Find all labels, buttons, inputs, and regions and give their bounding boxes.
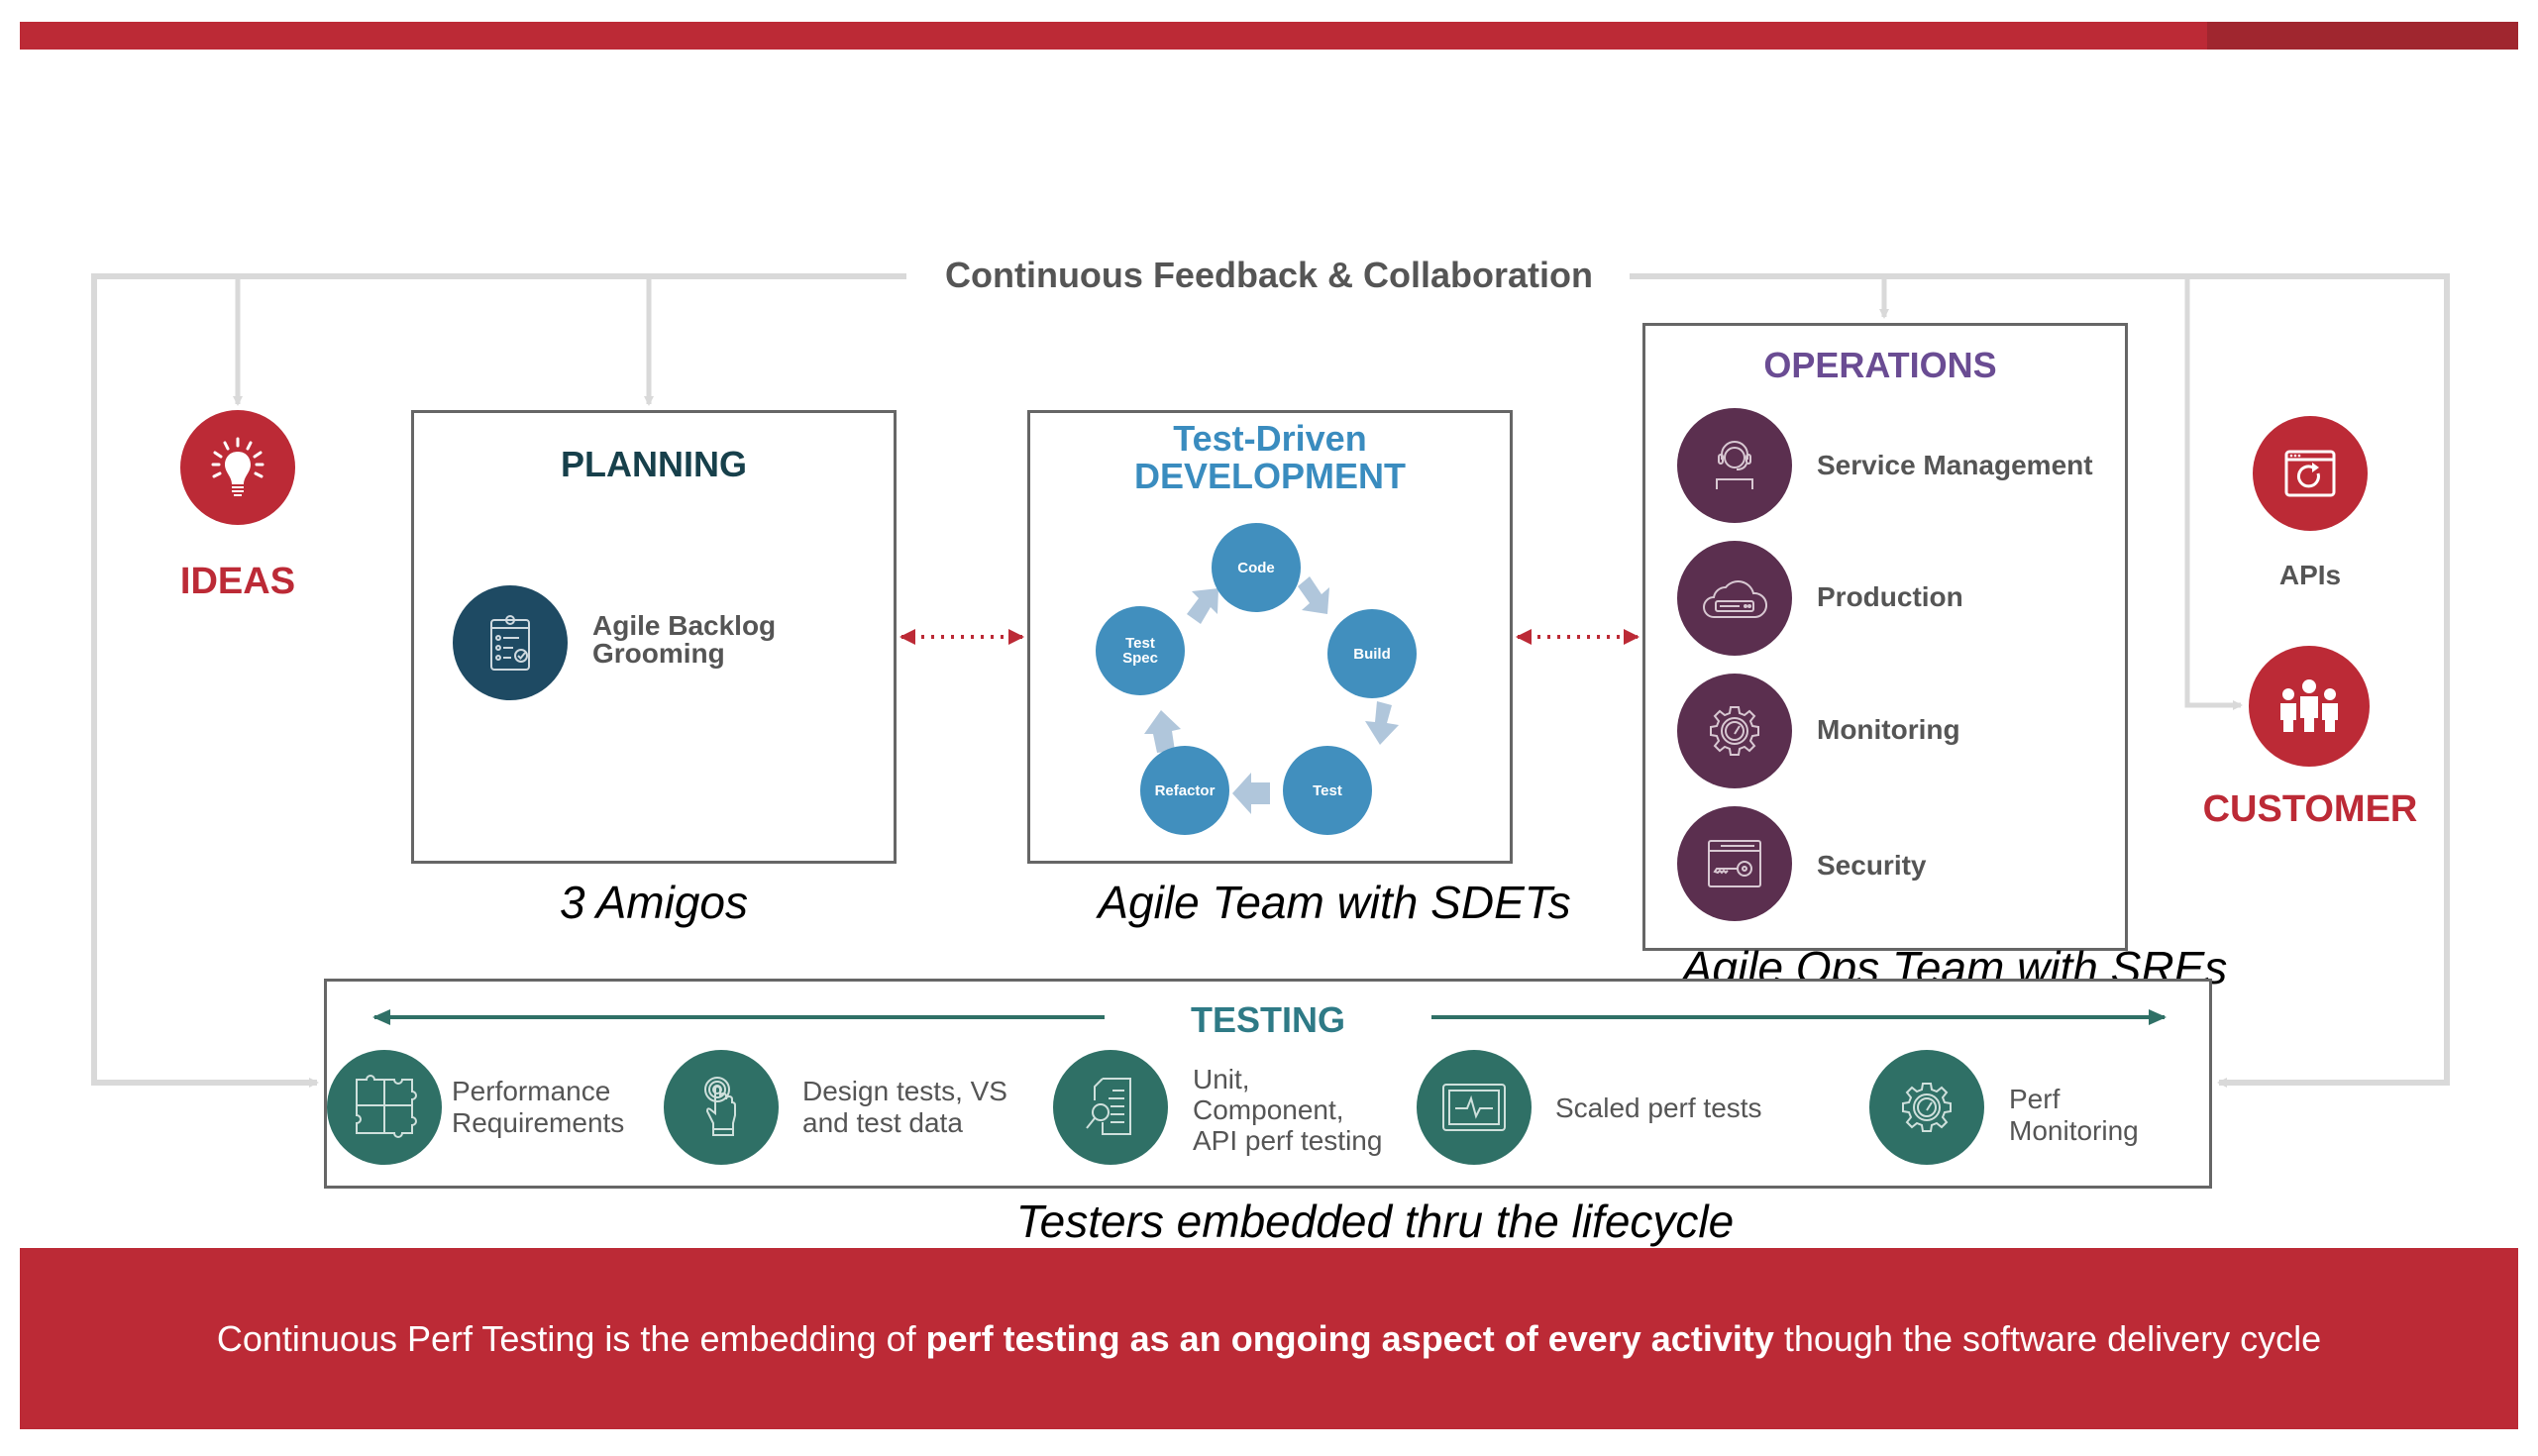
testing-label-line: Perf [2009,1084,2061,1114]
testing-label-line: and test data [802,1107,963,1138]
lightbulb-icon [211,437,264,496]
ops-monitoring-label: Monitoring [1817,714,1960,745]
gear-gauge-icon [1710,706,1759,756]
testing-perf-requirements-label: Performance Requirements [452,1076,624,1139]
cycle-arrow-code-build [1298,576,1329,614]
browser-key-icon [1708,840,1761,887]
banner-text-bold: perf testing as an ongoing aspect of eve… [925,1317,1774,1359]
document-search-icon [1086,1078,1131,1135]
people-group-icon [2280,679,2338,732]
banner-text-after: though the software delivery cycle [1773,1317,2322,1359]
backlog-label-line1: Agile Backlog [592,610,777,641]
touch-hand-icon [704,1077,736,1136]
tdd-step-test-spec[interactable]: Test Spec [1096,606,1185,695]
tdd-step-build[interactable]: Build [1327,609,1417,698]
backlog-grooming-node[interactable] [453,585,568,700]
testing-unit-component-node[interactable] [1053,1050,1168,1165]
browser-refresh-icon [2284,450,2336,497]
top-accent-bar-dark-segment [2207,22,2518,50]
backlog-label-line2: Grooming [592,638,725,669]
ops-service-management-node[interactable] [1677,408,1792,523]
testing-perf-requirements-node[interactable] [327,1050,442,1165]
summary-banner: Continuous Perf Testing is the embedding… [20,1248,2518,1429]
operations-title: OPERATIONS [1763,345,1997,385]
testing-title: TESTING [1190,999,1345,1040]
banner-text-before: Continuous Perf Testing is the embedding… [216,1317,926,1359]
ideas-label: IDEAS [179,561,296,602]
testing-label-line: Component, [1193,1094,1344,1125]
planning-caption: 3 Amigos [559,877,749,928]
customer-label: CUSTOMER [2202,788,2418,830]
customer-node[interactable] [2249,646,2370,767]
tdd-step-refactor[interactable]: Refactor [1140,746,1229,835]
testing-caption: Testers embedded thru the lifecycle [1015,1196,1735,1247]
cycle-arrow-spec-code [1187,588,1218,624]
testing-label-line: Requirements [452,1107,625,1138]
testing-unit-component-label: Unit, Component, API perf testing [1193,1064,1382,1156]
testing-scaled-perf-node[interactable] [1417,1050,1532,1165]
feedback-title: Continuous Feedback & Collaboration [0,255,2538,296]
arrow-to-customer [2184,276,2243,710]
tdd-step-refactor-label: Refactor [1154,781,1216,799]
ops-production-label: Production [1817,581,1963,612]
development-title-line2: DEVELOPMENT [1133,456,1407,496]
testing-perf-monitoring-label: Perf Monitoring [2009,1084,2139,1147]
monitor-pulse-icon [1442,1084,1506,1131]
ops-security-node[interactable] [1677,806,1792,921]
apis-label: APIs [2278,560,2342,590]
testing-label-line: Monitoring [2009,1115,2139,1146]
tdd-step-spec-line2: Spec [1122,650,1158,667]
tdd-step-build-label: Build [1353,645,1391,663]
development-title: Test-Driven DEVELOPMENT [1027,420,1513,495]
ops-monitoring-node[interactable] [1677,674,1792,788]
cycle-arrow-test-refactor [1232,773,1270,814]
feedback-to-testing-right [2217,273,2450,1088]
feedback-title-text: Continuous Feedback & Collaboration [920,255,1618,295]
development-title-line1: Test-Driven [1173,418,1367,459]
testing-design-tests-label: Design tests, VS and test data [802,1076,1007,1139]
testing-label-line: Scaled perf tests [1555,1092,1762,1123]
testing-label-line: Performance [452,1076,611,1106]
planning-title: PLANNING [561,444,747,484]
cloud-server-icon [1703,580,1767,618]
cycle-arrow-build-test [1365,701,1399,745]
development-caption: Agile Team with SDETs [1098,877,1571,928]
apis-node[interactable] [2253,416,2368,531]
testing-label-line: Unit, [1193,1064,1250,1094]
tdd-step-test-label: Test [1313,781,1342,799]
headset-agent-icon [1716,441,1753,489]
puzzle-icon [356,1075,417,1138]
testing-design-tests-node[interactable] [664,1050,779,1165]
testing-scaled-perf-label: Scaled perf tests [1555,1092,1762,1124]
testing-label-line: Design tests, VS [802,1076,1007,1106]
ideas-node[interactable] [180,410,295,525]
banner-text: Continuous Perf Testing is the embedding… [217,1318,2321,1360]
testing-perf-monitoring-node[interactable] [1869,1050,1984,1165]
ops-service-management-label: Service Management [1817,450,2093,480]
feedback-to-testing-left [91,273,319,1088]
tdd-step-code-label: Code [1237,559,1275,576]
tdd-step-code[interactable]: Code [1212,523,1301,612]
ops-security-label: Security [1817,850,1927,881]
clipboard-checklist-icon [490,615,530,671]
gear-gauge-icon [1902,1083,1952,1132]
ops-production-node[interactable] [1677,541,1792,656]
top-accent-bar [20,22,2518,50]
testing-label-line: API perf testing [1193,1125,1383,1156]
tdd-step-test[interactable]: Test [1283,746,1372,835]
backlog-grooming-label: Agile Backlog Grooming [592,612,776,668]
cycle-arrow-refactor-spec [1144,710,1181,753]
tdd-step-spec-line1: Test [1125,635,1155,652]
